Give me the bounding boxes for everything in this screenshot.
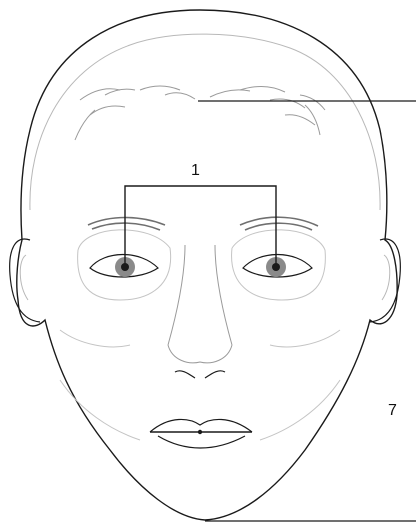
label-face-height: 7 [388, 403, 397, 419]
right-ear [370, 239, 400, 322]
cheek-lines [60, 330, 340, 440]
mouth [150, 419, 252, 448]
left-ear [10, 239, 40, 322]
hairline [30, 34, 380, 210]
left-ear-inner [20, 255, 28, 300]
left-eye [90, 255, 158, 278]
nose [168, 245, 232, 363]
right-ear-inner [382, 255, 390, 300]
head-outline [17, 10, 397, 520]
eyebrows [88, 217, 318, 230]
label-interpupillary: 1 [191, 163, 200, 179]
nostrils [175, 371, 225, 378]
right-eye [243, 255, 312, 278]
hair-strokes [75, 86, 325, 140]
